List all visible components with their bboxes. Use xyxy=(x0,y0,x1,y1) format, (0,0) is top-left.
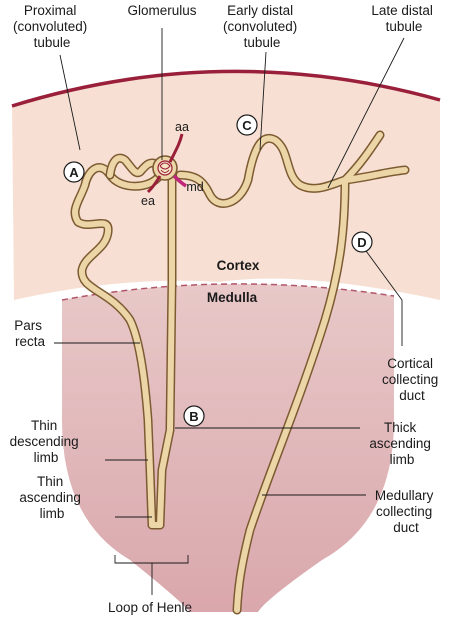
label-glomerulus: Glomerulus xyxy=(127,3,196,18)
label-aa: aa xyxy=(175,120,189,134)
label-md: md xyxy=(186,180,203,194)
svg-text:C: C xyxy=(242,118,252,133)
macula-densa xyxy=(172,174,187,188)
nephron-tubule xyxy=(70,130,410,615)
label-pars-recta: Pars recta xyxy=(14,318,46,349)
label-thin-descending: Thin descending limb xyxy=(10,418,83,465)
efferent-arteriole xyxy=(146,175,162,194)
label-proximal: Proximal (convoluted) tubule xyxy=(13,3,91,50)
svg-text:A: A xyxy=(69,165,79,180)
badge-a: A xyxy=(63,161,85,183)
cortex-region xyxy=(12,71,440,300)
label-medulla: Medulla xyxy=(207,290,258,305)
label-ea: ea xyxy=(141,194,155,208)
badge-d: D xyxy=(351,231,373,253)
label-medullary-collecting: Medullary collecting duct xyxy=(375,488,437,535)
badge-b: B xyxy=(183,405,205,427)
svg-text:D: D xyxy=(357,235,366,250)
leader-lines xyxy=(54,28,405,595)
svg-text:B: B xyxy=(189,409,198,424)
badge-c: C xyxy=(236,114,258,136)
glomerulus xyxy=(152,155,178,181)
label-late-distal: Late distal tubule xyxy=(371,3,436,34)
kidney-capsule-line xyxy=(11,69,441,108)
label-loop-of-henle: Loop of Henle xyxy=(108,600,192,615)
label-cortex: Cortex xyxy=(217,258,260,273)
label-thin-ascending: Thin ascending limb xyxy=(19,474,84,521)
medulla-region xyxy=(62,283,394,612)
label-cortical-collecting: Cortical collecting duct xyxy=(382,356,442,403)
afferent-arteriole xyxy=(168,133,184,163)
label-early-distal: Early distal (convoluted) tubule xyxy=(223,3,301,50)
label-thick-ascending: Thick ascending limb xyxy=(369,420,434,467)
